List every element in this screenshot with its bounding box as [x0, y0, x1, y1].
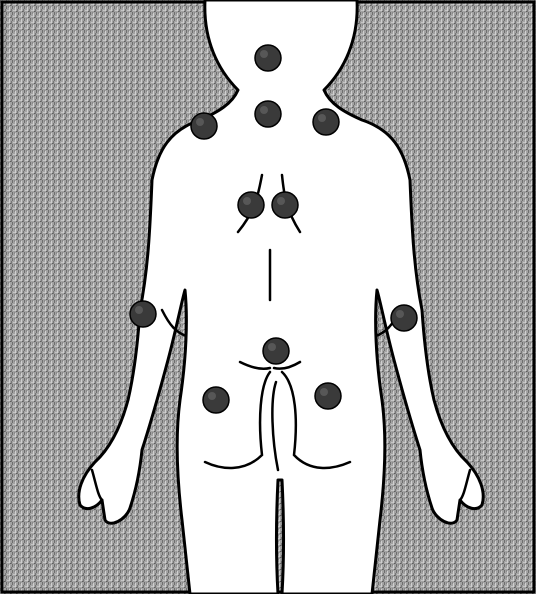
tender-point-highlight: [318, 114, 326, 122]
tender-point-highlight: [243, 197, 251, 205]
tender-point-highlight: [268, 343, 276, 351]
tender-point-left-shoulder: [191, 113, 217, 139]
tender-point-lower-neck: [255, 101, 281, 127]
tender-point-right-hip: [315, 383, 341, 409]
tender-point-highlight: [320, 388, 328, 396]
tender-point-upper-back-left: [238, 192, 264, 218]
tender-point-highlight: [260, 106, 268, 114]
tender-point-highlight: [277, 197, 285, 205]
tender-point-left-hip: [203, 387, 229, 413]
tender-point-back-of-head: [255, 45, 281, 71]
tender-point-highlight: [396, 310, 404, 318]
tender-point-right-elbow: [391, 305, 417, 331]
tender-point-upper-back-right: [272, 192, 298, 218]
tender-point-left-elbow: [130, 301, 156, 327]
tender-point-right-shoulder: [313, 109, 339, 135]
tender-point-highlight: [135, 306, 143, 314]
tender-point-highlight: [260, 50, 268, 58]
tender-point-lower-back: [263, 338, 289, 364]
tender-point-highlight: [208, 392, 216, 400]
tender-point-highlight: [196, 118, 204, 126]
